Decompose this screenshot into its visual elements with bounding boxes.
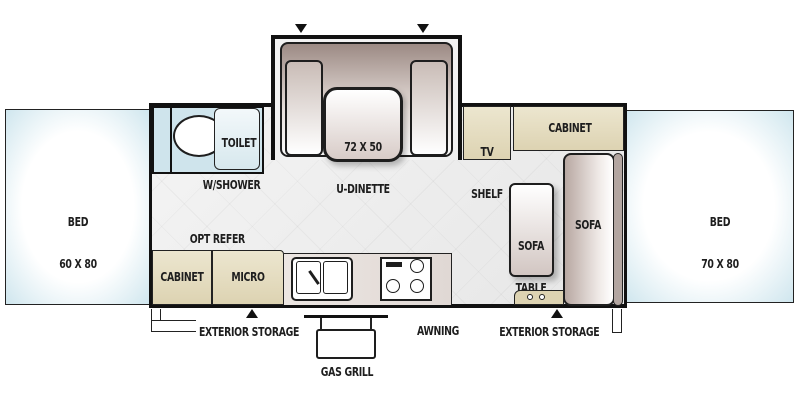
tv-shelf-label: TV SHELF xyxy=(469,117,505,215)
microwave-label: MICRO xyxy=(231,270,265,284)
bottom-cabinet xyxy=(152,250,212,305)
left-bed xyxy=(5,109,151,305)
toilet-tank xyxy=(214,108,260,170)
right-bed-size: 70 X 80 xyxy=(701,257,739,271)
sofa-back xyxy=(613,153,623,306)
dinette-table xyxy=(323,87,403,162)
left-wall xyxy=(149,103,152,308)
stove-controls xyxy=(386,262,402,267)
window-marker-icon xyxy=(295,24,307,33)
dinette-label: 72 X 50 U-DINETTE xyxy=(336,112,391,210)
tv-shelf xyxy=(463,106,511,160)
dinette-seat-right xyxy=(410,60,448,156)
bottom-cabinet-label: CABINET xyxy=(160,270,204,284)
bottom-wall xyxy=(149,304,627,308)
exterior-storage-right-label: EXTERIOR STORAGE xyxy=(499,325,600,339)
tv-shelf-line2: SHELF xyxy=(471,187,503,201)
storage-marker-icon xyxy=(551,309,563,318)
right-bed-title: BED xyxy=(709,215,731,229)
bathroom-partition xyxy=(170,106,172,174)
left-bed-label: BED 60 X 80 xyxy=(55,187,102,285)
tv-shelf-line1: TV xyxy=(480,145,494,159)
awning-label: AWNING xyxy=(416,324,460,338)
right-wall xyxy=(624,103,627,308)
outlet-dot-icon xyxy=(539,294,545,300)
sink-basin-left xyxy=(296,261,321,294)
top-wall-left xyxy=(149,103,274,107)
sink-basin-right xyxy=(323,261,348,294)
left-bed-size: 60 X 80 xyxy=(59,257,97,271)
opt-refer-label: OPT REFER xyxy=(189,232,246,246)
right-step xyxy=(612,309,622,333)
right-bed xyxy=(624,110,794,303)
gas-grill xyxy=(316,329,376,359)
burner-icon xyxy=(410,279,424,293)
outlet-dot-icon xyxy=(527,294,533,300)
storage-marker-icon xyxy=(246,309,258,318)
grill-mount xyxy=(304,315,388,318)
left-bed-title: BED xyxy=(67,215,89,229)
gas-grill-label: GAS GRILL xyxy=(320,365,374,379)
sofa-table xyxy=(509,183,554,277)
dinette-title: U-DINETTE xyxy=(336,182,390,196)
sofa-table-line1: SOFA xyxy=(517,239,545,253)
right-bed-label: BED 70 X 80 xyxy=(693,187,748,285)
microwave xyxy=(212,250,284,305)
top-wall-right xyxy=(459,103,627,107)
exterior-storage-left-label: EXTERIOR STORAGE xyxy=(198,325,300,339)
sofa-label: SOFA xyxy=(574,218,602,232)
window-marker-icon xyxy=(417,24,429,33)
grill-arm-right xyxy=(370,318,372,330)
shower-label: W/SHOWER xyxy=(202,178,261,192)
top-cabinet xyxy=(513,106,624,151)
toilet-label: TOILET xyxy=(221,136,257,150)
sofa xyxy=(563,153,615,306)
burner-icon xyxy=(386,279,400,293)
top-cabinet-label: CABINET xyxy=(548,121,592,135)
grill-arm-left xyxy=(320,318,322,330)
dinette-seat-left xyxy=(285,60,323,156)
burner-icon xyxy=(410,259,424,273)
left-step-bar xyxy=(151,320,196,332)
dinette-size: 72 X 50 xyxy=(344,140,382,154)
